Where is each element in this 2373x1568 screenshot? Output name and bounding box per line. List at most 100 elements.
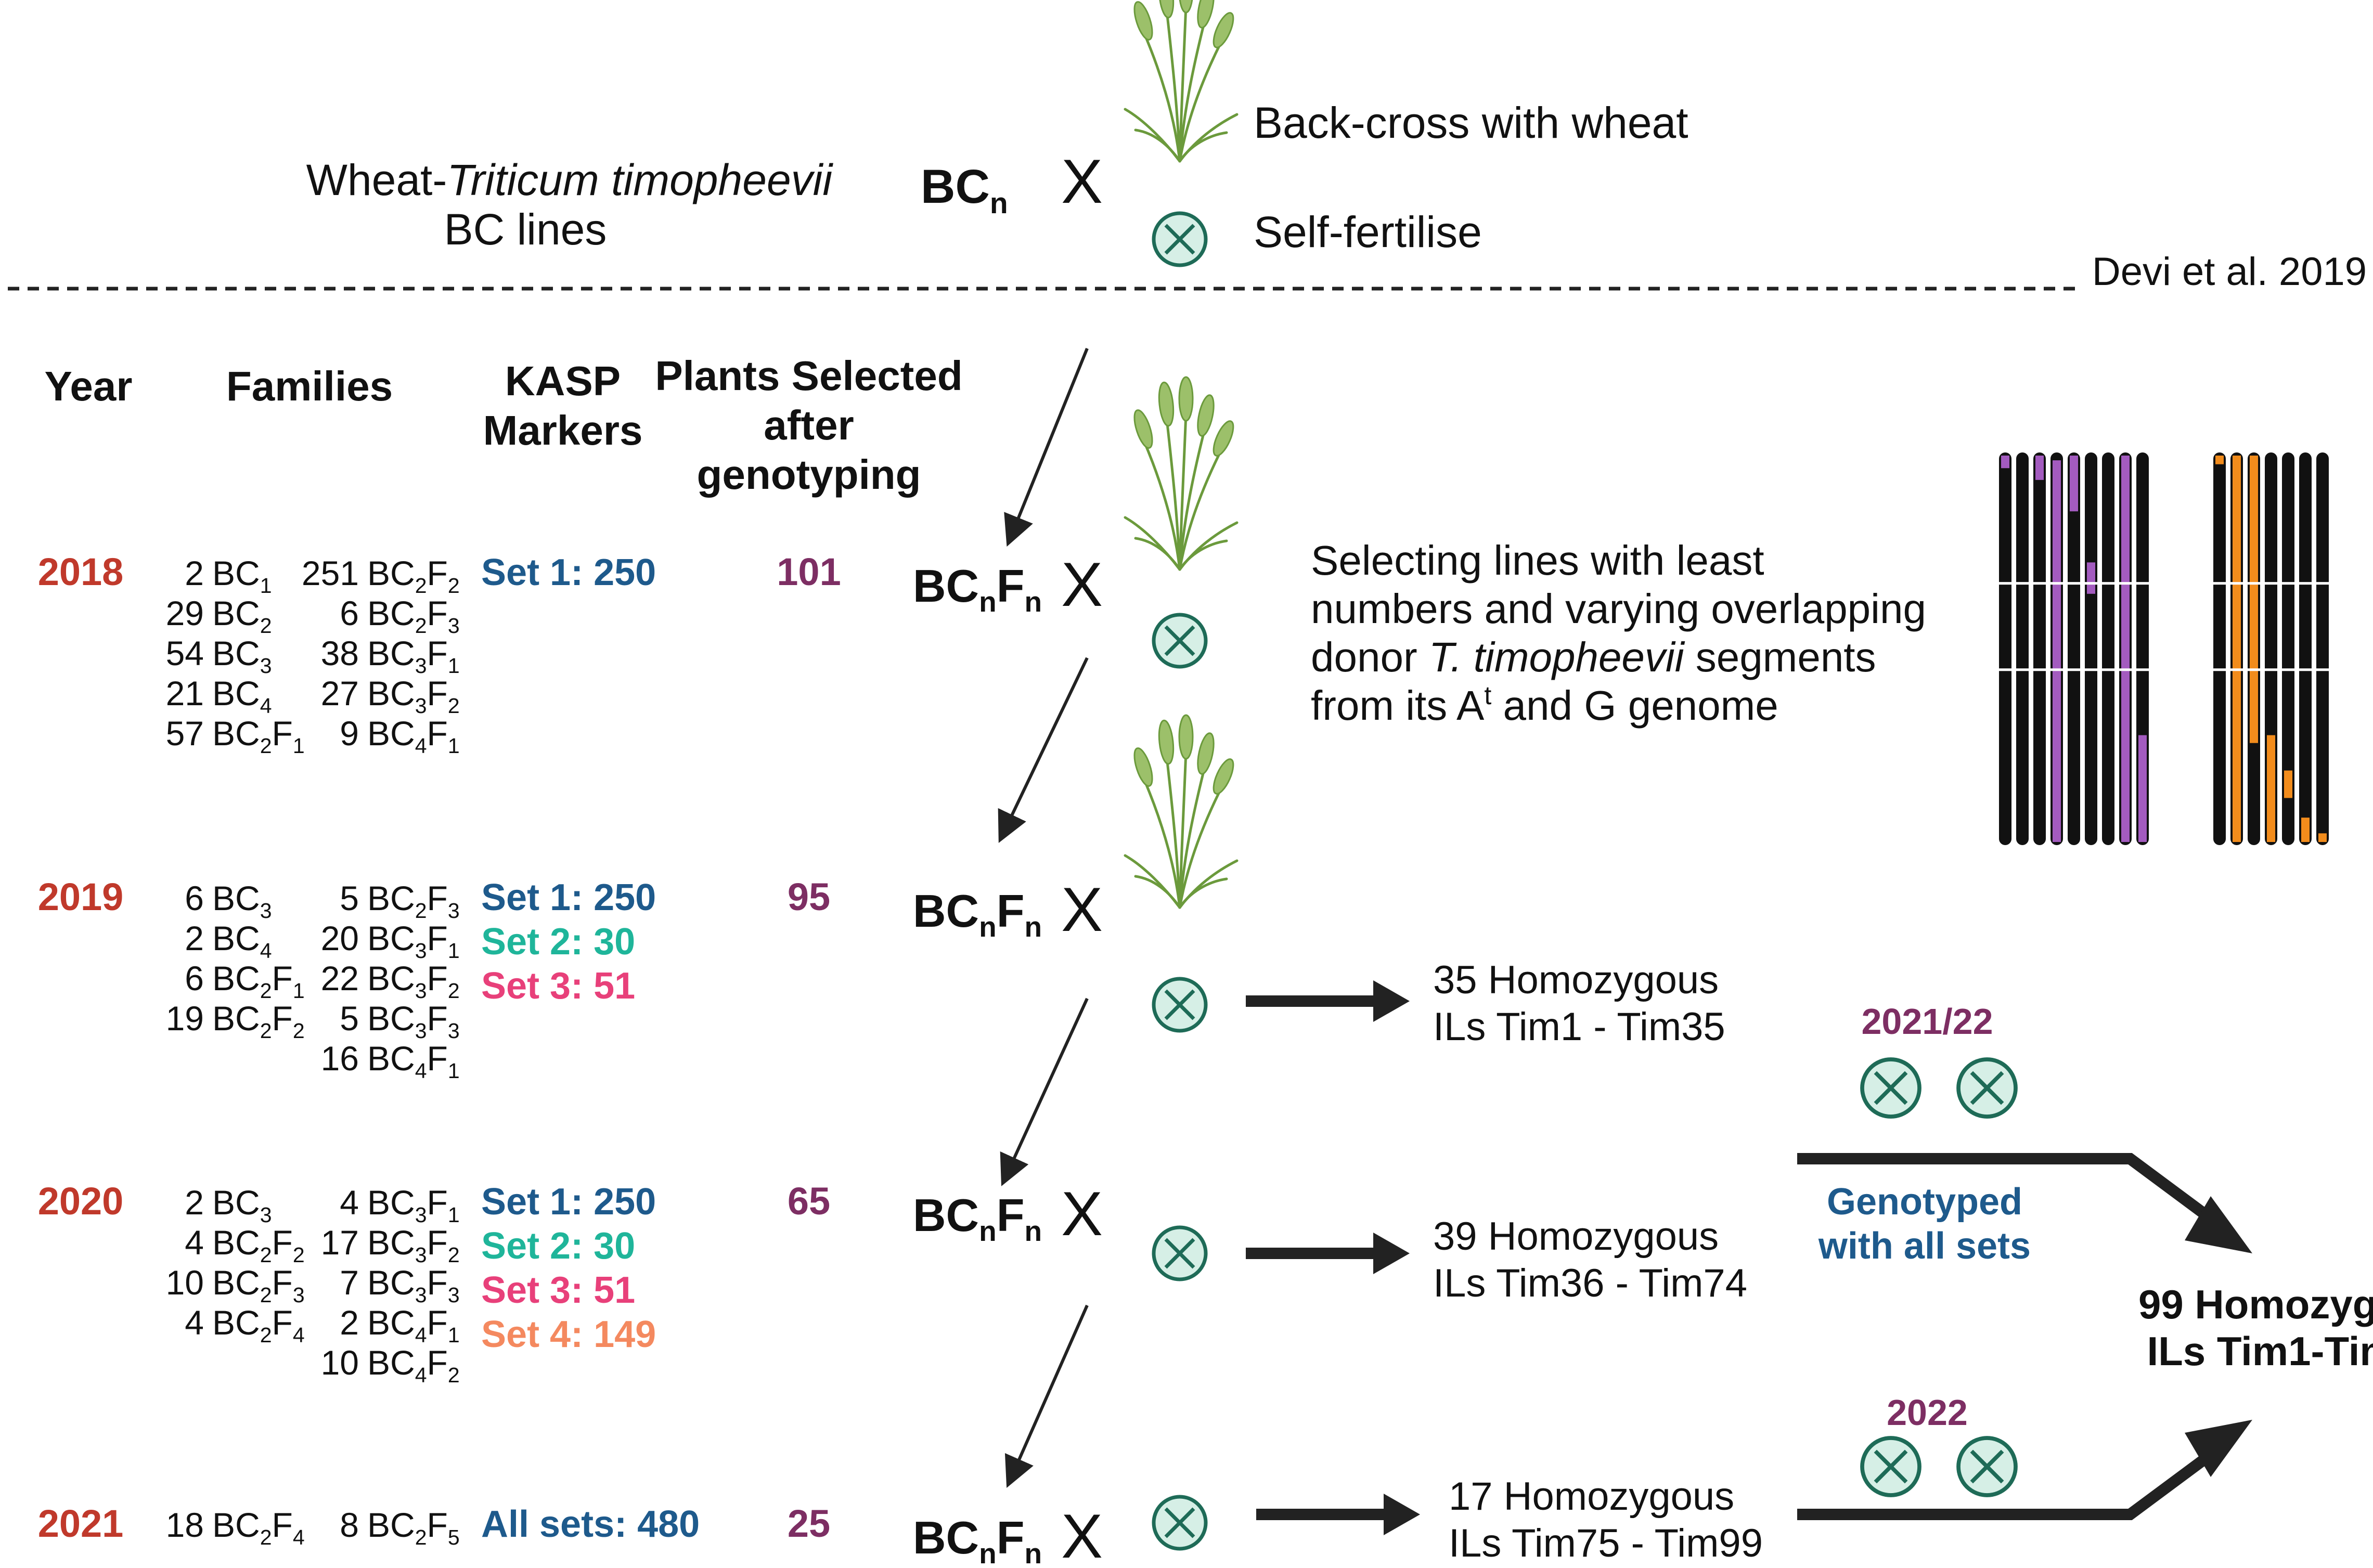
text-run: 3 <box>415 694 427 718</box>
plants-selected: 25 <box>788 1502 830 1545</box>
family-count: 6 <box>185 959 204 997</box>
chromosome <box>2033 452 2046 845</box>
text-run: F <box>427 554 448 592</box>
text-run: 3 <box>448 1283 460 1307</box>
family-code: BC4 <box>212 674 272 718</box>
donor-segment <box>2284 770 2292 798</box>
text-run: from its A <box>1311 682 1485 729</box>
text-run: 2 <box>293 1243 305 1267</box>
family-count: 54 <box>166 634 204 672</box>
progression-arrow <box>1000 997 1089 1186</box>
family-count: 2 <box>185 554 204 592</box>
self-fertilise-icon <box>1958 1059 2016 1117</box>
output-count: 39 Homozygous <box>1433 1214 1719 1259</box>
text-run: 1 <box>293 734 305 758</box>
chromosome <box>2281 452 2295 845</box>
text-run: BC <box>212 714 260 753</box>
family-code: BC4F1 <box>367 714 460 758</box>
self-fertilise-icon <box>1958 1438 2016 1495</box>
chromosome <box>2213 452 2226 845</box>
progression-arrow <box>1004 1304 1089 1488</box>
family-count: 2 <box>340 1303 359 1342</box>
text-run: 2 <box>260 1323 272 1347</box>
text-run: segments <box>1684 634 1876 680</box>
selection-text-line: numbers and varying overlapping <box>1311 586 1926 632</box>
text-run: BC <box>913 1512 979 1563</box>
text-run: 5 <box>448 1525 460 1549</box>
text-run: F <box>427 674 448 712</box>
merge-arrow-upper <box>1797 1153 2225 1231</box>
text-run: F <box>997 560 1025 612</box>
family-code: BC3F1 <box>367 919 460 963</box>
donor-segment <box>2301 818 2310 842</box>
text-run: BC <box>367 1263 415 1302</box>
text-run: 3 <box>415 654 427 678</box>
text-run: 2 <box>260 1283 272 1307</box>
final-result: ILs Tim1-Tim99 <box>2147 1328 2373 1374</box>
text-run: 4 <box>415 734 427 758</box>
text-run: 1 <box>260 574 272 598</box>
family-code: BC3 <box>212 634 272 678</box>
cross-symbol: X <box>1061 1179 1103 1249</box>
family-code: BC3F1 <box>367 634 460 678</box>
self-fertilise-icon <box>1862 1059 1919 1117</box>
header-markers: Markers <box>483 407 643 453</box>
bc-lines-title: Wheat-Triticum timopheevii <box>306 155 834 204</box>
chromosome-panel-g-genome <box>2213 452 2329 845</box>
header-after: after <box>764 402 854 448</box>
text-run: BC <box>212 919 260 957</box>
generation-label: BCnFn <box>913 1512 1042 1568</box>
family-code: BC2F3 <box>367 594 460 638</box>
family-code: BC2F2 <box>212 999 305 1043</box>
output-count: 17 Homozygous <box>1449 1474 1734 1519</box>
text-run: 2 <box>415 614 427 638</box>
self-fertilise-icon <box>1154 213 1206 265</box>
family-count: 9 <box>340 714 359 753</box>
text-run: 1 <box>448 1203 460 1227</box>
text-run: BC <box>212 999 260 1038</box>
text-run: BC <box>367 594 415 632</box>
marker-set-label: Set 4: 149 <box>481 1314 656 1355</box>
text-run: F <box>427 1263 448 1302</box>
text-run: 1 <box>448 1323 460 1347</box>
chromosome <box>2230 452 2243 845</box>
text-run: T. timopheevii <box>1429 634 1685 680</box>
text-run: F <box>997 1512 1025 1563</box>
chromosome <box>2016 452 2029 845</box>
text-run: 2 <box>260 614 272 638</box>
family-code: BC2F4 <box>212 1506 305 1549</box>
family-count: 8 <box>340 1506 359 1544</box>
cross-symbol: X <box>1061 875 1103 944</box>
text-run: F <box>272 1506 293 1544</box>
family-code: BC3F2 <box>367 1223 460 1267</box>
selection-text-line: Selecting lines with least <box>1311 537 1764 584</box>
chromosome <box>2316 452 2329 845</box>
text-run: 3 <box>415 939 427 963</box>
text-run: 2 <box>260 734 272 758</box>
text-run: BC <box>212 634 260 672</box>
chromosome <box>2264 452 2278 845</box>
text-run: F <box>272 1223 293 1262</box>
text-run: 4 <box>415 1059 427 1083</box>
output-range: ILs Tim75 - Tim99 <box>1449 1521 1763 1565</box>
text-run: BC <box>212 594 260 632</box>
text-run: and G genome <box>1491 682 1778 729</box>
plants-selected: 65 <box>788 1180 830 1223</box>
text-run: n <box>979 1215 997 1247</box>
donor-segment <box>2053 460 2061 842</box>
text-run: F <box>272 959 293 997</box>
family-count: 10 <box>166 1263 204 1302</box>
text-run: 2 <box>415 1525 427 1549</box>
family-code: BC2F1 <box>212 959 305 1003</box>
cross-symbol: X <box>1061 147 1103 216</box>
text-run: 3 <box>415 1283 427 1307</box>
family-count: 19 <box>166 999 204 1038</box>
text-run: 2 <box>260 1019 272 1043</box>
text-run: 3 <box>415 1203 427 1227</box>
text-run: 3 <box>448 899 460 923</box>
chromosome <box>2247 452 2261 845</box>
family-code: BC4 <box>212 919 272 963</box>
family-code: BC4F1 <box>367 1039 460 1083</box>
text-run: 2 <box>415 574 427 598</box>
text-run: BC <box>212 959 260 997</box>
